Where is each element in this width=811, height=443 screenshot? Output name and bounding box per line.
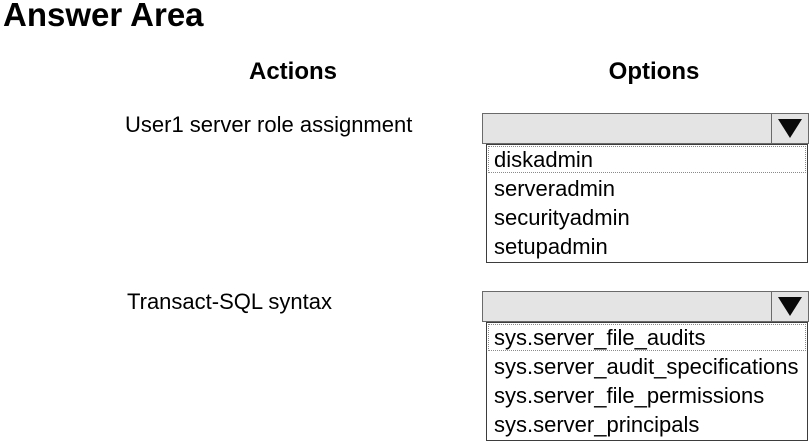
action-label-user1-server-role: User1 server role assignment (125, 112, 413, 137)
action-label-transact-sql-syntax: Transact-SQL syntax (127, 289, 332, 314)
dropdown-option[interactable]: securityadmin (494, 205, 630, 231)
dropdown-user1-server-role[interactable] (482, 113, 809, 144)
caret-down-icon (778, 119, 802, 138)
dropdown-option[interactable]: setupadmin (494, 234, 608, 260)
dropdown-option[interactable]: diskadmin (487, 145, 807, 174)
dropdown-option[interactable]: sys.server_file_permissions (494, 383, 765, 409)
dropdown-option[interactable]: serveradmin (494, 175, 616, 201)
dropdown-option[interactable]: sys.server_file_audits (487, 323, 807, 352)
page-title: Answer Area (3, 0, 204, 33)
dropdown-option[interactable]: sys.server_audit_specifications (494, 353, 799, 379)
dropdown-option-list-transact-sql-syntax: sys.server_file_audits sys.server_audit_… (486, 322, 808, 441)
dropdown-arrow-button[interactable] (771, 114, 808, 143)
dropdown-transact-sql-syntax[interactable] (482, 291, 809, 322)
caret-down-icon (778, 297, 802, 316)
dropdown-arrow-button[interactable] (771, 292, 808, 321)
options-column-header: Options (608, 58, 700, 85)
dropdown-option-list-user1-server-role: diskadmin serveradmin securityadmin setu… (486, 144, 808, 263)
actions-column-header: Actions (248, 58, 338, 85)
dropdown-option[interactable]: sys.server_principals (494, 412, 700, 438)
